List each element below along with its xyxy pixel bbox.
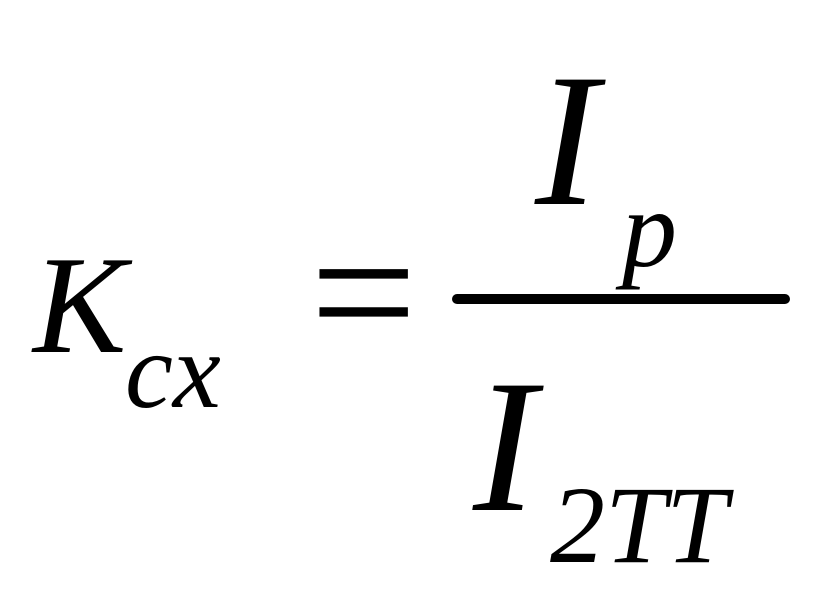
fraction-bar bbox=[452, 294, 790, 304]
lhs-symbol: K bbox=[33, 228, 127, 383]
lhs-subscript: cx bbox=[125, 312, 221, 431]
denominator-symbol: I bbox=[473, 342, 537, 552]
numerator-subscript: p bbox=[622, 168, 677, 290]
denominator-subscript: 2TT bbox=[550, 464, 728, 586]
numerator-symbol: I bbox=[535, 36, 599, 246]
equals-sign: = bbox=[310, 188, 418, 398]
